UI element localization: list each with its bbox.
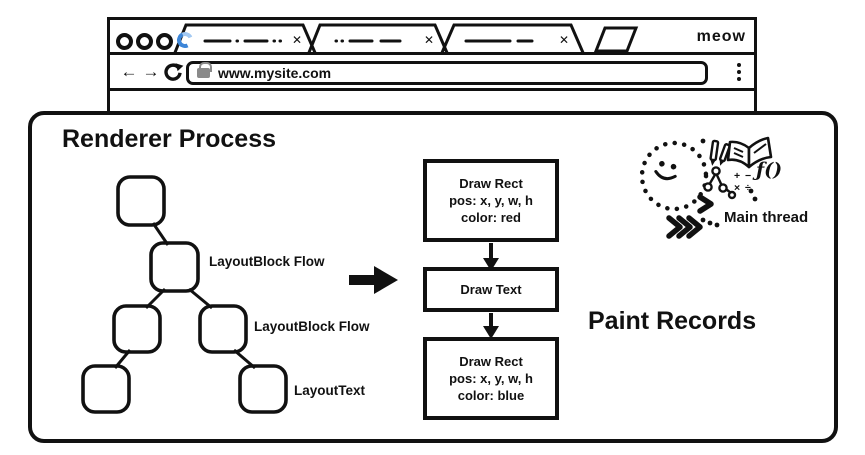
smiley-face-icon (654, 160, 677, 181)
paint-record-box: Draw Text (423, 267, 559, 312)
address-bar: ← → www.mysite.com (110, 55, 754, 91)
diagram-artwork (81, 136, 773, 414)
layout-node-block-1 (149, 241, 200, 293)
layout-node-label: LayoutBlock Flow (254, 319, 370, 334)
molecule-icon (703, 166, 737, 200)
pencils-icon (709, 139, 731, 166)
window-button-icon[interactable] (136, 33, 153, 50)
paint-record-line: color: red (461, 210, 521, 225)
math-symbols-icon: + −× ÷ (734, 170, 753, 194)
layout-node-block-2 (198, 304, 248, 354)
paint-records-heading: Paint Records (588, 307, 757, 335)
window-button-icon[interactable] (156, 33, 173, 50)
paint-record-line: pos: x, y, w, h (449, 371, 533, 386)
renderer-process-title: Renderer Process (62, 125, 277, 153)
speed-chevrons-icon (666, 194, 714, 239)
tab-2[interactable] (306, 23, 450, 55)
layout-tree-edges (113, 222, 256, 370)
browser-window: ✕ ✕ ✕ meow ← → www.mysite.com (107, 17, 757, 114)
refresh-icon[interactable] (162, 61, 184, 83)
layout-node-root (116, 175, 166, 227)
paint-record-line: Draw Text (460, 282, 522, 297)
main-thread-illustration (639, 136, 773, 239)
url-text: www.mysite.com (218, 65, 332, 81)
flow-arrow-icon (349, 266, 398, 294)
layout-node-child-left (112, 304, 162, 354)
layout-node-leaf-left (81, 364, 131, 414)
main-thread-label: Main thread (724, 209, 809, 226)
url-input[interactable]: www.mysite.com (186, 61, 708, 85)
tab-2-close-icon[interactable]: ✕ (423, 33, 435, 47)
paint-flow-arrows (483, 243, 499, 339)
dot-trail (700, 138, 758, 228)
paint-record-box: Draw Rect pos: x, y, w, h color: red (423, 159, 559, 242)
traffic-lights (116, 33, 173, 50)
layout-node-text (238, 364, 288, 414)
new-tab-button[interactable] (593, 26, 639, 53)
renderer-process-box: Renderer Process (28, 111, 838, 443)
dotted-head-icon (639, 140, 709, 212)
brand-text: meow (696, 28, 746, 45)
function-icon: ƒ() (756, 159, 783, 181)
open-book-icon (726, 136, 773, 169)
paint-record-line: pos: x, y, w, h (449, 193, 533, 208)
tab-strip: ✕ ✕ ✕ meow (110, 20, 754, 55)
tabs-artwork (172, 23, 639, 55)
tab-3-close-icon[interactable]: ✕ (558, 33, 570, 47)
paint-record-line: Draw Rect (459, 354, 523, 369)
layout-node-label: LayoutText (294, 383, 366, 398)
forward-button[interactable]: → (142, 61, 160, 81)
paint-record-line: Draw Rect (459, 176, 523, 191)
paint-record-line: color: blue (457, 388, 525, 403)
tab-1-close-icon[interactable]: ✕ (291, 33, 303, 47)
tab-1[interactable] (172, 23, 318, 55)
back-button[interactable]: ← (120, 61, 138, 81)
lock-icon (197, 62, 212, 78)
tab-3[interactable] (439, 23, 586, 55)
paint-record-box: Draw Rect pos: x, y, w, h color: blue (423, 337, 559, 420)
window-button-icon[interactable] (116, 33, 133, 50)
layout-node-label: LayoutBlock Flow (209, 254, 325, 269)
layout-tree-nodes (81, 175, 288, 414)
menu-kebab-icon[interactable] (737, 63, 741, 81)
